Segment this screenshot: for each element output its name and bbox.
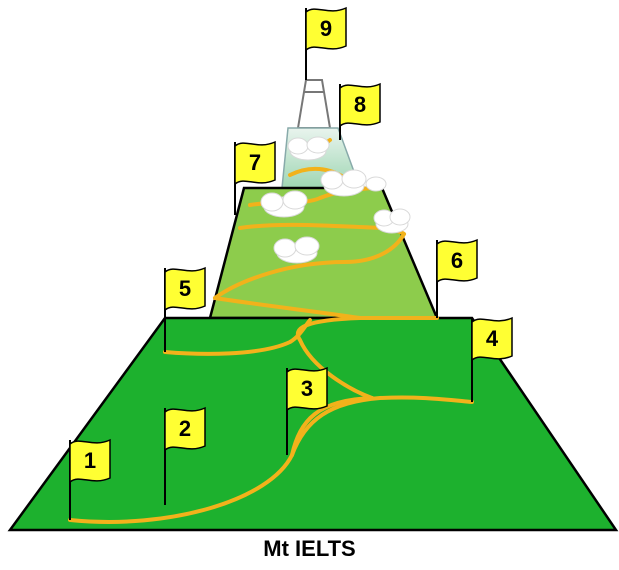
flag-number: 5 [179,276,191,301]
flag-8: 8 [339,82,381,140]
flag-6: 6 [436,238,478,318]
cloud [260,190,308,218]
flag-number: 1 [84,448,96,473]
flag-cloth [69,438,111,484]
cloud [320,169,367,197]
cloud [287,136,330,161]
flag-5: 5 [164,266,206,352]
flag-cloth [234,140,276,186]
flag-cloth [471,316,513,362]
flag-9: 9 [305,6,347,80]
cloud [365,176,387,192]
path-middle-2 [213,232,406,300]
clouds [260,136,411,264]
flag-number: 9 [320,16,332,41]
path-base-left [163,318,312,356]
flag-number: 8 [354,92,366,117]
flag-1: 1 [69,438,111,520]
flags: 1 2 3 4 5 6 7 8 9 [69,6,513,520]
cloud [273,236,320,264]
diagram-caption: Mt IELTS [263,536,356,561]
middle-tier [208,186,439,320]
flag-3: 3 [286,366,328,455]
summit-tower [296,79,332,129]
flag-number: 2 [179,416,191,441]
cloud [373,208,411,234]
flag-number: 3 [301,376,313,401]
flag-2: 2 [164,406,206,505]
flag-number: 6 [451,248,463,273]
flag-cloth [286,366,328,412]
path-base-main [68,395,474,524]
flag-cloth [164,406,206,452]
flag-cloth [164,266,206,312]
path-middle-1 [213,296,362,320]
flag-number: 7 [249,150,261,175]
flag-cloth [305,6,347,52]
path-base-branch-a [290,396,374,457]
flag-cloth [339,82,381,128]
flag-4: 4 [471,316,513,402]
flag-number: 4 [486,326,499,351]
flag-cloth [436,238,478,284]
flag-7: 7 [234,140,276,215]
